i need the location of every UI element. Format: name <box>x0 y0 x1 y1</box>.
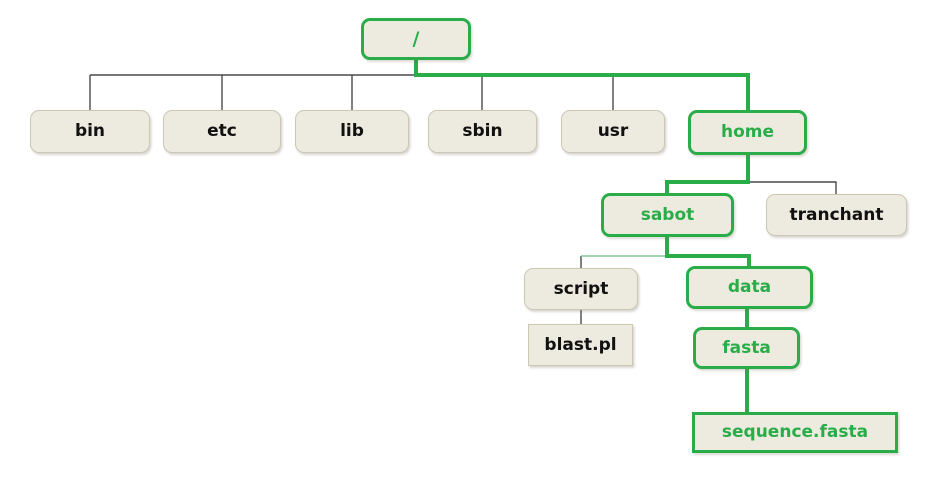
tree-node-label: usr <box>597 121 629 141</box>
tree-node-home[interactable]: home <box>688 110 807 155</box>
tree-node-label: sabot <box>640 204 695 225</box>
tree-node-usr[interactable]: usr <box>561 110 665 153</box>
tree-node-label: / <box>412 27 420 50</box>
tree-node-label: home <box>720 122 775 142</box>
tree-node-etc[interactable]: etc <box>163 110 281 153</box>
tree-node-sequence[interactable]: sequence.fasta <box>692 412 898 453</box>
tree-node-label: bin <box>74 121 106 141</box>
tree-edge-home-to-tranchant <box>747 155 837 194</box>
tree-edge-sabot-to-script <box>581 237 668 257</box>
tree-node-label: data <box>727 277 772 297</box>
tree-edge-sabot-to-data <box>665 237 751 266</box>
tree-node-label: tranchant <box>789 204 884 225</box>
tree-node-label: etc <box>207 121 237 141</box>
tree-node-fasta[interactable]: fasta <box>693 327 800 369</box>
tree-node-root[interactable]: / <box>361 18 471 60</box>
tree-node-sbin[interactable]: sbin <box>428 110 537 153</box>
tree-node-label: sbin <box>462 121 503 141</box>
tree-node-label: sequence.fasta <box>721 422 869 442</box>
tree-node-bin[interactable]: bin <box>30 110 150 153</box>
tree-node-tranchant[interactable]: tranchant <box>766 194 907 236</box>
tree-node-label: blast.pl <box>544 334 617 355</box>
tree-node-data[interactable]: data <box>686 266 813 309</box>
tree-edge-home-to-sabot <box>665 155 750 193</box>
tree-node-label: fasta <box>722 337 771 358</box>
tree-node-sabot[interactable]: sabot <box>601 193 734 237</box>
tree-edge-root-to-home <box>414 60 750 110</box>
tree-node-blast[interactable]: blast.pl <box>528 324 633 366</box>
tree-node-label: script <box>553 278 609 299</box>
tree-node-script[interactable]: script <box>524 268 638 310</box>
tree-edge-root-to-bin <box>89 60 417 110</box>
tree-node-lib[interactable]: lib <box>295 110 409 153</box>
tree-node-label: lib <box>340 121 364 141</box>
